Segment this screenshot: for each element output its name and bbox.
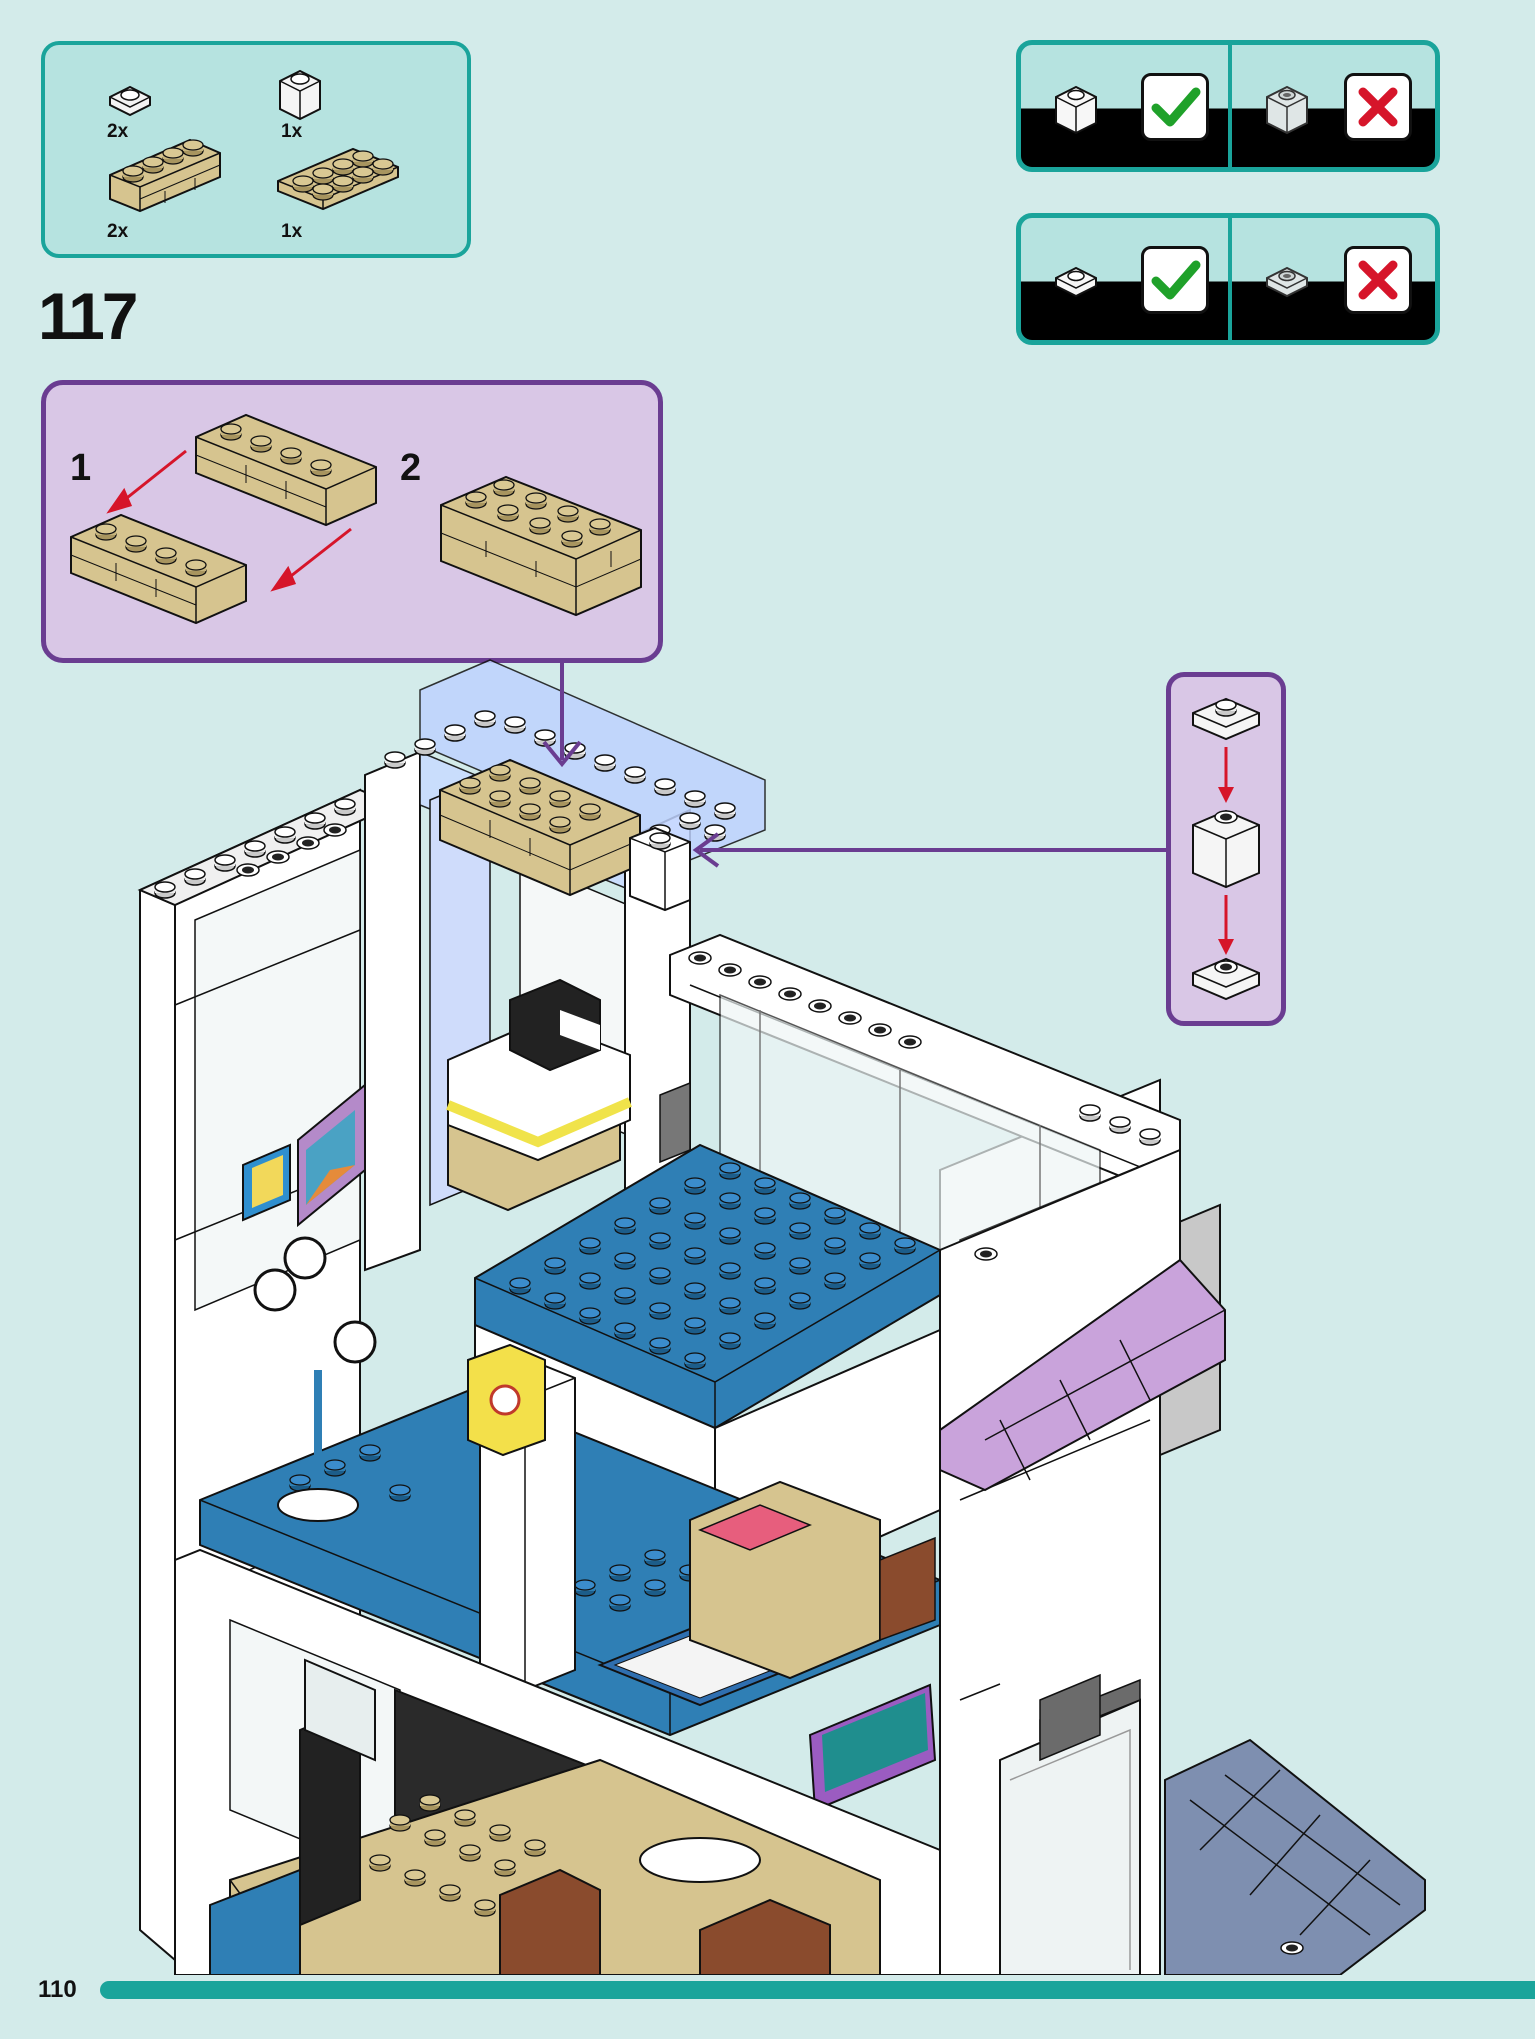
- placement-arrow-icon: [542, 663, 1166, 868]
- desk-lamp: [253, 1236, 377, 1522]
- cross-icon: [1344, 73, 1412, 141]
- divider: [1228, 218, 1232, 340]
- correct-example: [1021, 45, 1228, 167]
- parts-list-box: 2x 1x 2x 1x: [41, 41, 471, 258]
- part-tan-brick-icon: [109, 138, 221, 213]
- part-quantity: 2x: [107, 221, 129, 242]
- ground-floor: [174, 1548, 941, 1975]
- white-brick-example-icon: [1055, 85, 1097, 135]
- new-tan-brick-stack: [439, 758, 641, 897]
- part-quantity: 1x: [281, 221, 303, 242]
- arrow-down-icon: [1218, 787, 1234, 803]
- shelf-furniture: [689, 1480, 937, 1812]
- white-round-plate-icon: [1192, 697, 1260, 741]
- check-icon: [1141, 246, 1209, 314]
- arrow-down-icon: [1218, 939, 1234, 955]
- page-number: 110: [38, 1976, 77, 2003]
- check-icon: [1141, 73, 1209, 141]
- tan-brick-stack-result-icon: [440, 475, 642, 617]
- transparent-round-plate-example-icon: [1266, 266, 1308, 298]
- white-brick-icon: [1192, 809, 1260, 889]
- part-quantity: 2x: [107, 121, 129, 142]
- new-white-column: [629, 826, 691, 912]
- white-round-plate-icon: [1192, 957, 1260, 1001]
- move-arrow-icon: [106, 449, 352, 592]
- wrong-example: [1232, 218, 1435, 340]
- transparent-brick-example-icon: [1266, 85, 1308, 135]
- central-pillar: [467, 1343, 576, 1692]
- sub-assembly-box: 1 2: [41, 380, 663, 663]
- model-illustration: [137, 659, 1426, 1975]
- step-number: 117: [38, 279, 138, 353]
- correct-example: [1021, 218, 1228, 340]
- white-round-plate-example-icon: [1055, 266, 1097, 298]
- column-assembly-drawing: [1192, 697, 1260, 1001]
- tan-brick-upper-icon: [195, 413, 377, 527]
- sub-step-label: 2: [400, 447, 422, 489]
- color-check-row-2: [1016, 213, 1440, 345]
- printer-furniture: [446, 978, 632, 1212]
- lavender-awning: [939, 1258, 1226, 1492]
- divider: [1228, 45, 1232, 167]
- part-quantity: 1x: [281, 121, 303, 142]
- tan-brick-lower-icon: [70, 513, 247, 625]
- part-white-round-plate-icon: [109, 85, 151, 117]
- color-check-row-1: [1016, 40, 1440, 172]
- column-sub-assembly-box: [1166, 672, 1286, 1026]
- sub-step-label: 1: [70, 447, 92, 489]
- part-white-brick-icon: [279, 69, 321, 121]
- sub-assembly-drawing: [70, 413, 642, 625]
- part-tan-plate-icon: [277, 147, 399, 211]
- wrong-example: [1232, 45, 1435, 167]
- tile-floor: [1164, 1738, 1426, 1975]
- cross-icon: [1344, 246, 1412, 314]
- page-footer-bar: [100, 1981, 1535, 1999]
